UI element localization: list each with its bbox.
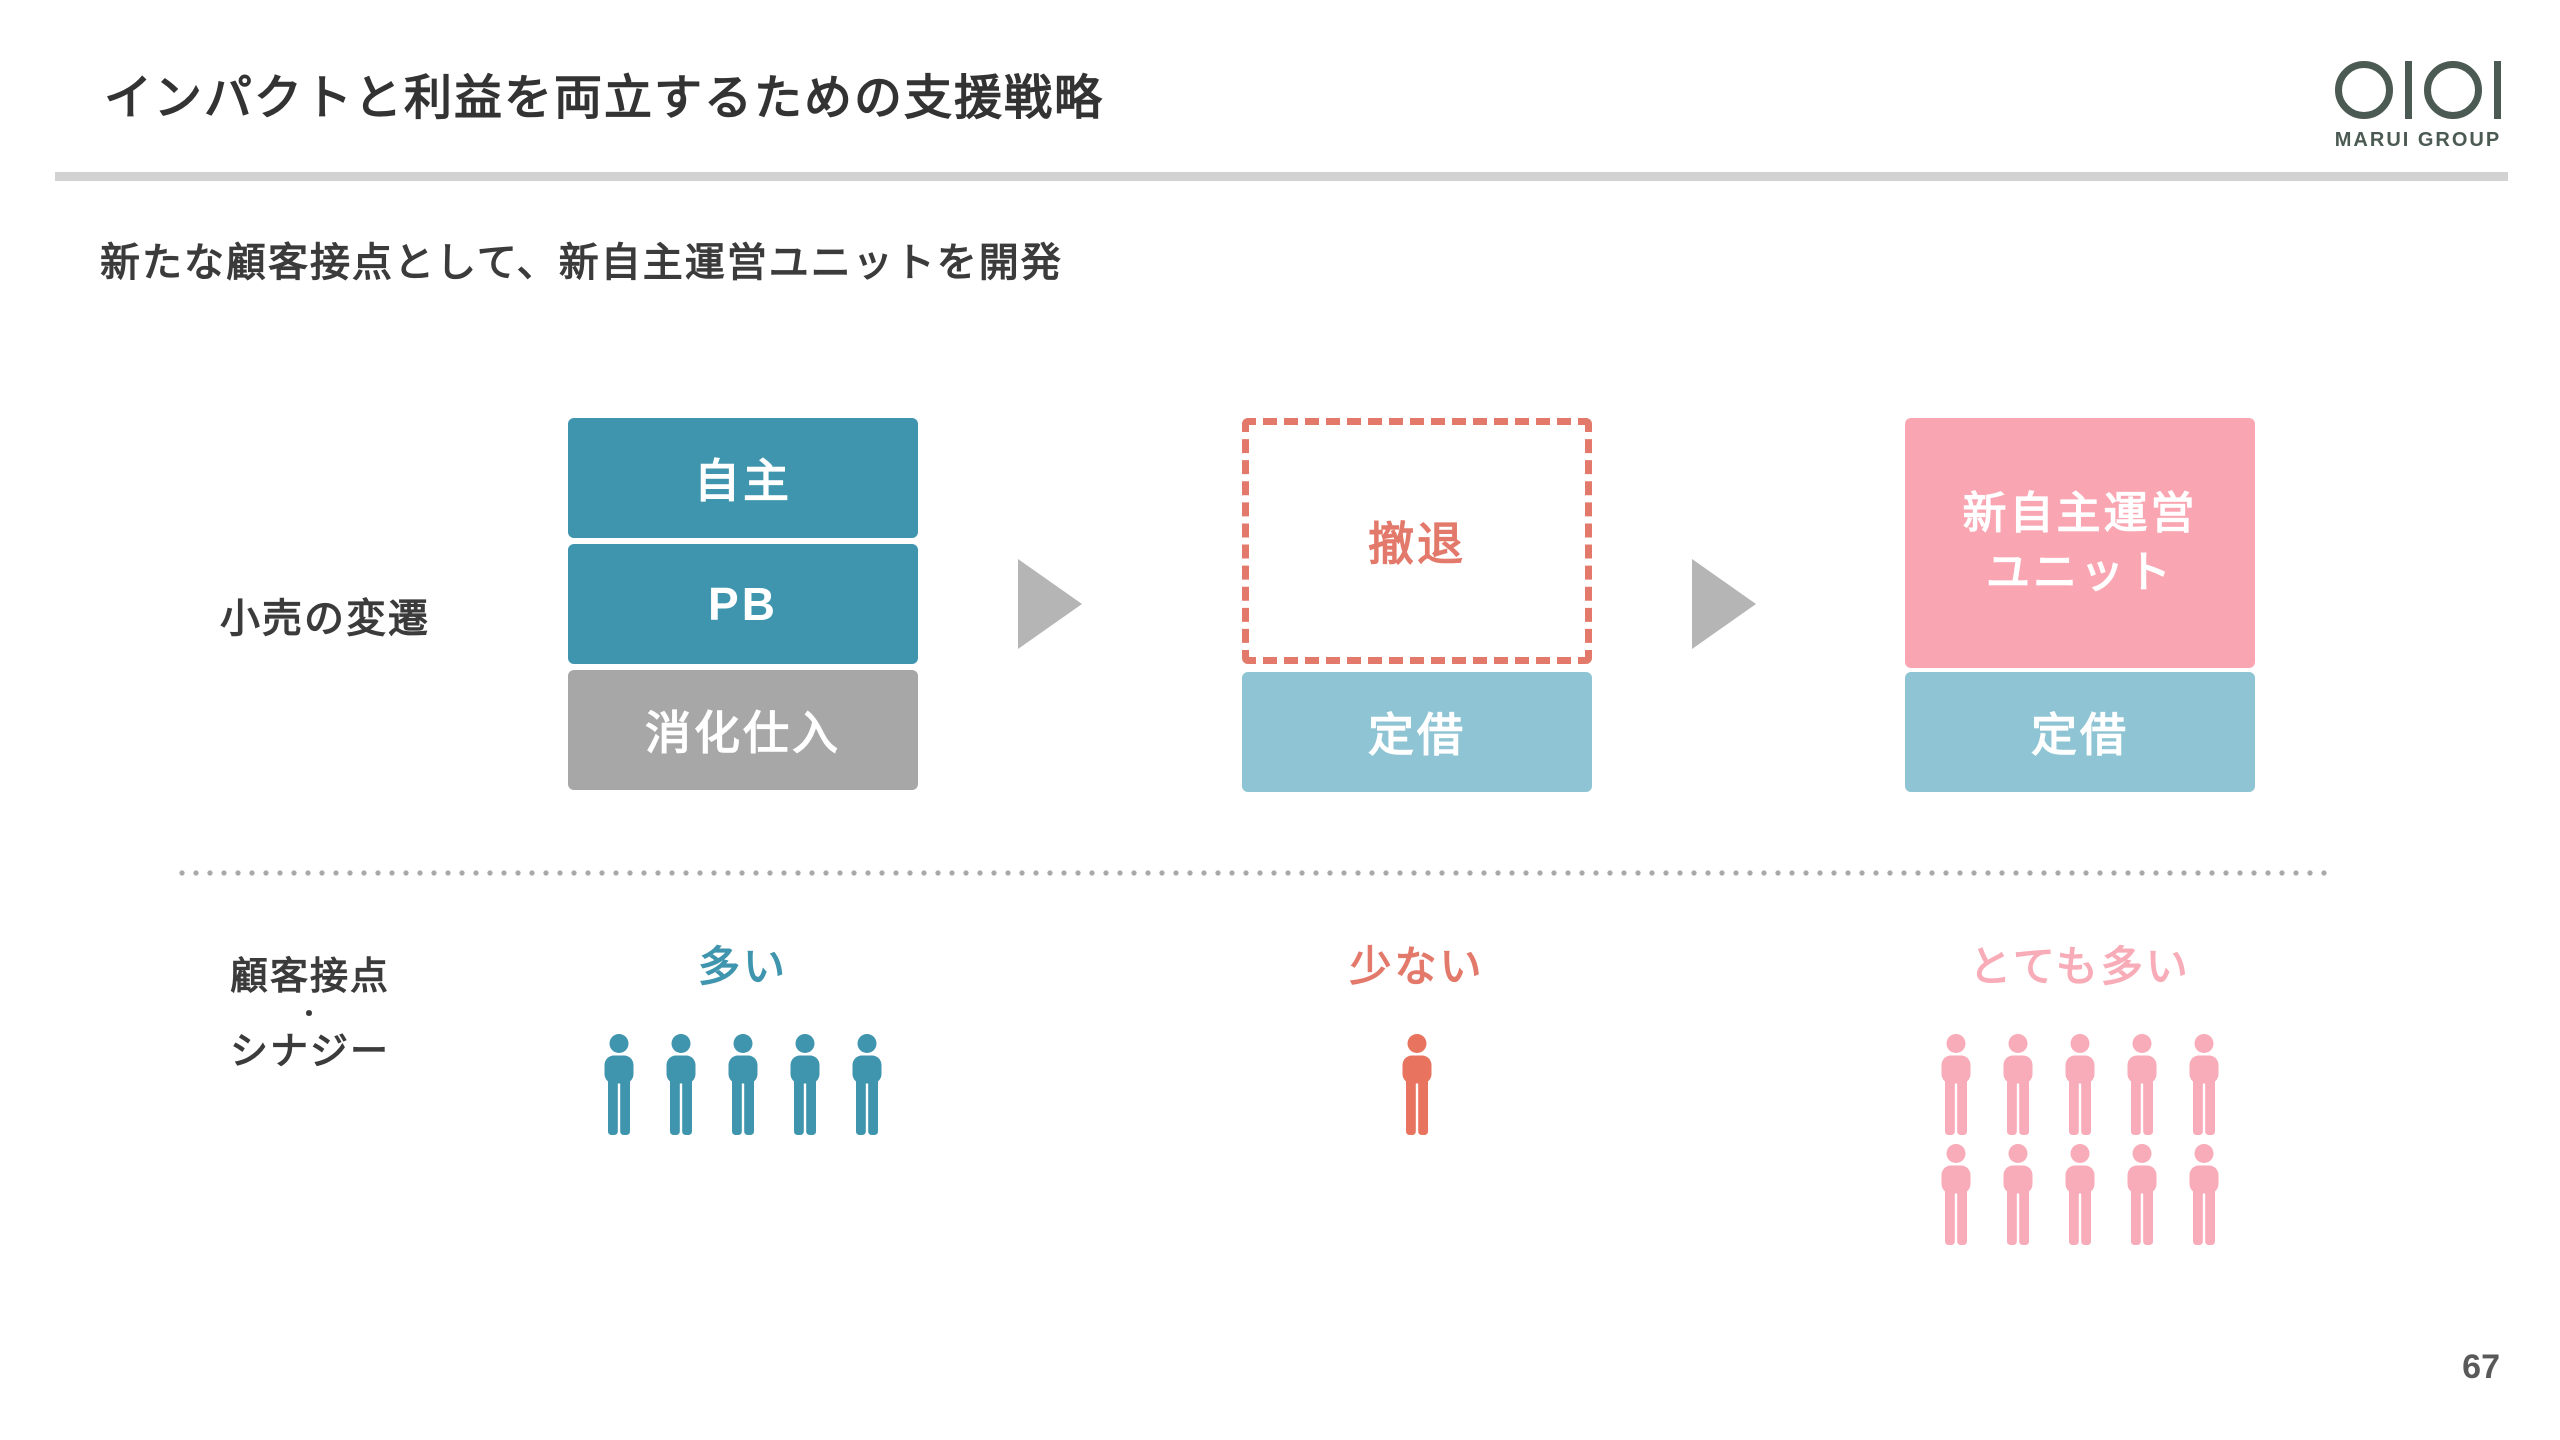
box-jishu: 自主 [568,418,918,538]
logo-circle-icon [2424,61,2482,119]
box-teishaku-middle: 定借 [1242,672,1592,792]
person-icon [2127,1034,2157,1135]
contact-label-many: 多い [697,943,788,990]
contact-row-label: 顧客接点 ・ シナジー [170,952,450,1079]
title-divider [55,172,2508,181]
person-icon [2127,1144,2157,1245]
person-icon [728,1034,758,1135]
person-icon [790,1034,820,1135]
logo-bar-icon [2405,61,2412,119]
people-group-many [568,1033,918,1137]
person-icon [2189,1144,2219,1245]
contact-row-label-dot: ・ [297,1001,323,1029]
person-icon [852,1034,882,1135]
oioi-logo-icon [2333,60,2503,120]
person-icon [2003,1034,2033,1135]
box-tettai: 撤退 [1242,418,1592,664]
person-icon [666,1034,696,1135]
box-shoka-shiire: 消化仕入 [568,670,918,790]
box-pb: PB [568,544,918,664]
contact-label-very-many: とても多い [1969,943,2191,990]
person-icon [1941,1144,1971,1245]
person-icon [2189,1034,2219,1135]
people-group-few [1242,1033,1592,1137]
slide-title: インパクトと利益を両立するための支援戦略 [104,72,1105,125]
logo-wordmark: MARUI GROUP [2334,129,2502,151]
marui-group-logo: MARUI GROUP [2333,60,2503,152]
dotted-divider [175,868,2330,878]
person-icon [1402,1034,1432,1135]
person-icon [2065,1144,2095,1245]
contact-label-few: 少ない [1349,943,1485,990]
logo-circle-icon [2335,61,2393,119]
arrow-right-icon [1692,559,1756,649]
box-teishaku-right: 定借 [1905,672,2255,792]
logo-bar-icon [2494,61,2501,119]
person-icon [2065,1034,2095,1135]
person-icon [604,1034,634,1135]
box-new-unit: 新自主運営 ユニット [1905,418,2255,668]
person-icon [2003,1144,2033,1245]
retail-row-label: 小売の変遷 [220,597,430,641]
arrow-right-icon [1018,559,1082,649]
page-number: 67 [2462,1348,2500,1386]
contact-row-label-line1: 顧客接点 [229,956,390,998]
slide-subtitle: 新たな顧客接点として、新自主運営ユニットを開発 [100,241,1063,285]
people-group-very-many [1905,1033,2255,1247]
person-icon [1941,1034,1971,1135]
contact-row-label-line3: シナジー [229,1031,390,1074]
